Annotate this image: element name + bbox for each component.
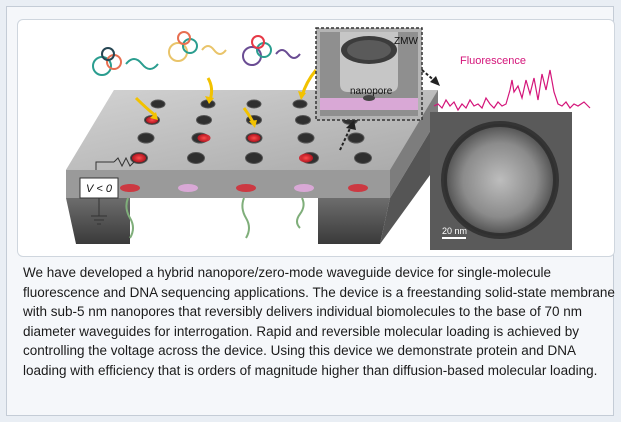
- device-schematic: V < 0 ZMW nanopore: [66, 27, 591, 250]
- biomolecules: [92, 31, 305, 239]
- zmw-inset: ZMW nanopore: [315, 27, 423, 121]
- fluorescence-label: Fluorescence: [460, 55, 526, 67]
- support-left: [66, 198, 130, 244]
- abstract-text: We have developed a hybrid nanopore/zero…: [23, 265, 615, 378]
- inset-arrow: [421, 69, 440, 86]
- scale-bar-label: 20 nm: [442, 226, 467, 236]
- tem-micrograph: 20 nm: [430, 112, 572, 250]
- support-right: [318, 198, 390, 244]
- nanopore-label: nanopore: [350, 86, 393, 97]
- support-right-side: [380, 118, 438, 244]
- pore-array: [120, 99, 372, 192]
- figure-image: V < 0 ZMW nanopore: [17, 19, 615, 257]
- inset-pointer: [339, 120, 356, 151]
- membrane-right-side: [390, 90, 438, 198]
- zmw-label: ZMW: [394, 36, 418, 47]
- fluorescence-trace: Fluorescence: [421, 55, 591, 112]
- voltage-label: V < 0: [86, 183, 113, 195]
- voltage-circuit: V < 0: [79, 156, 135, 225]
- figure-panel: V < 0 ZMW nanopore: [6, 6, 615, 416]
